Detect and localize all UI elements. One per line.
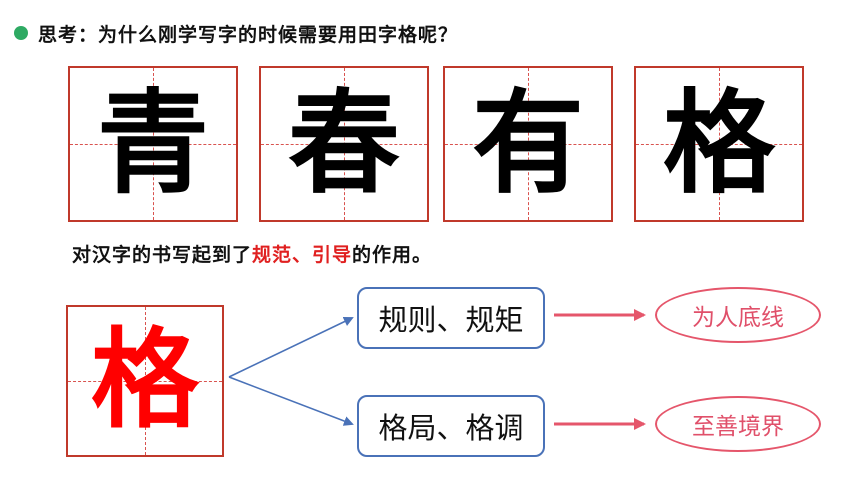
sentence-after: 的作用。 xyxy=(352,244,433,266)
tianzige-box-3: 有 xyxy=(443,66,613,222)
sentence-before: 对汉字的书写起到了 xyxy=(72,244,253,266)
blue-arrow-upper xyxy=(228,316,354,378)
meaning-box-pattern: 格局、格调 xyxy=(357,395,545,457)
grid-center-vline xyxy=(719,68,720,220)
sentence-highlight: 规范、引导 xyxy=(252,244,353,266)
grid-character: 青 xyxy=(97,79,209,209)
grid-character: 格 xyxy=(663,79,775,209)
tianzige-box-2: 春 xyxy=(259,66,429,222)
extension-oval-supreme-good: 至善境界 xyxy=(655,396,821,452)
question-text: 思考：为什么刚学写字的时候需要用田字格呢？ xyxy=(38,23,459,46)
grid-center-vline xyxy=(153,68,154,220)
extension-oval-bottom-line: 为人底线 xyxy=(655,287,821,343)
grid-center-vline xyxy=(344,68,345,220)
big-character: 格 xyxy=(90,318,199,443)
grid-character: 春 xyxy=(288,79,400,209)
bullet-dot-icon xyxy=(14,26,28,40)
meaning-box-rules: 规则、规矩 xyxy=(357,287,545,349)
tianzige-box-1: 青 xyxy=(68,66,238,222)
grid-center-vline xyxy=(528,68,529,220)
explanation-sentence: 对汉字的书写起到了规范、引导的作用。 xyxy=(72,240,432,267)
tianzige-box-4: 格 xyxy=(634,66,804,222)
grid-center-vline xyxy=(145,307,146,455)
big-tianzige-box: 格 xyxy=(66,305,224,457)
blue-arrow-lower xyxy=(228,376,354,426)
question-heading: 思考：为什么刚学写字的时候需要用田字格呢？ xyxy=(14,18,458,48)
grid-character: 有 xyxy=(472,79,584,209)
